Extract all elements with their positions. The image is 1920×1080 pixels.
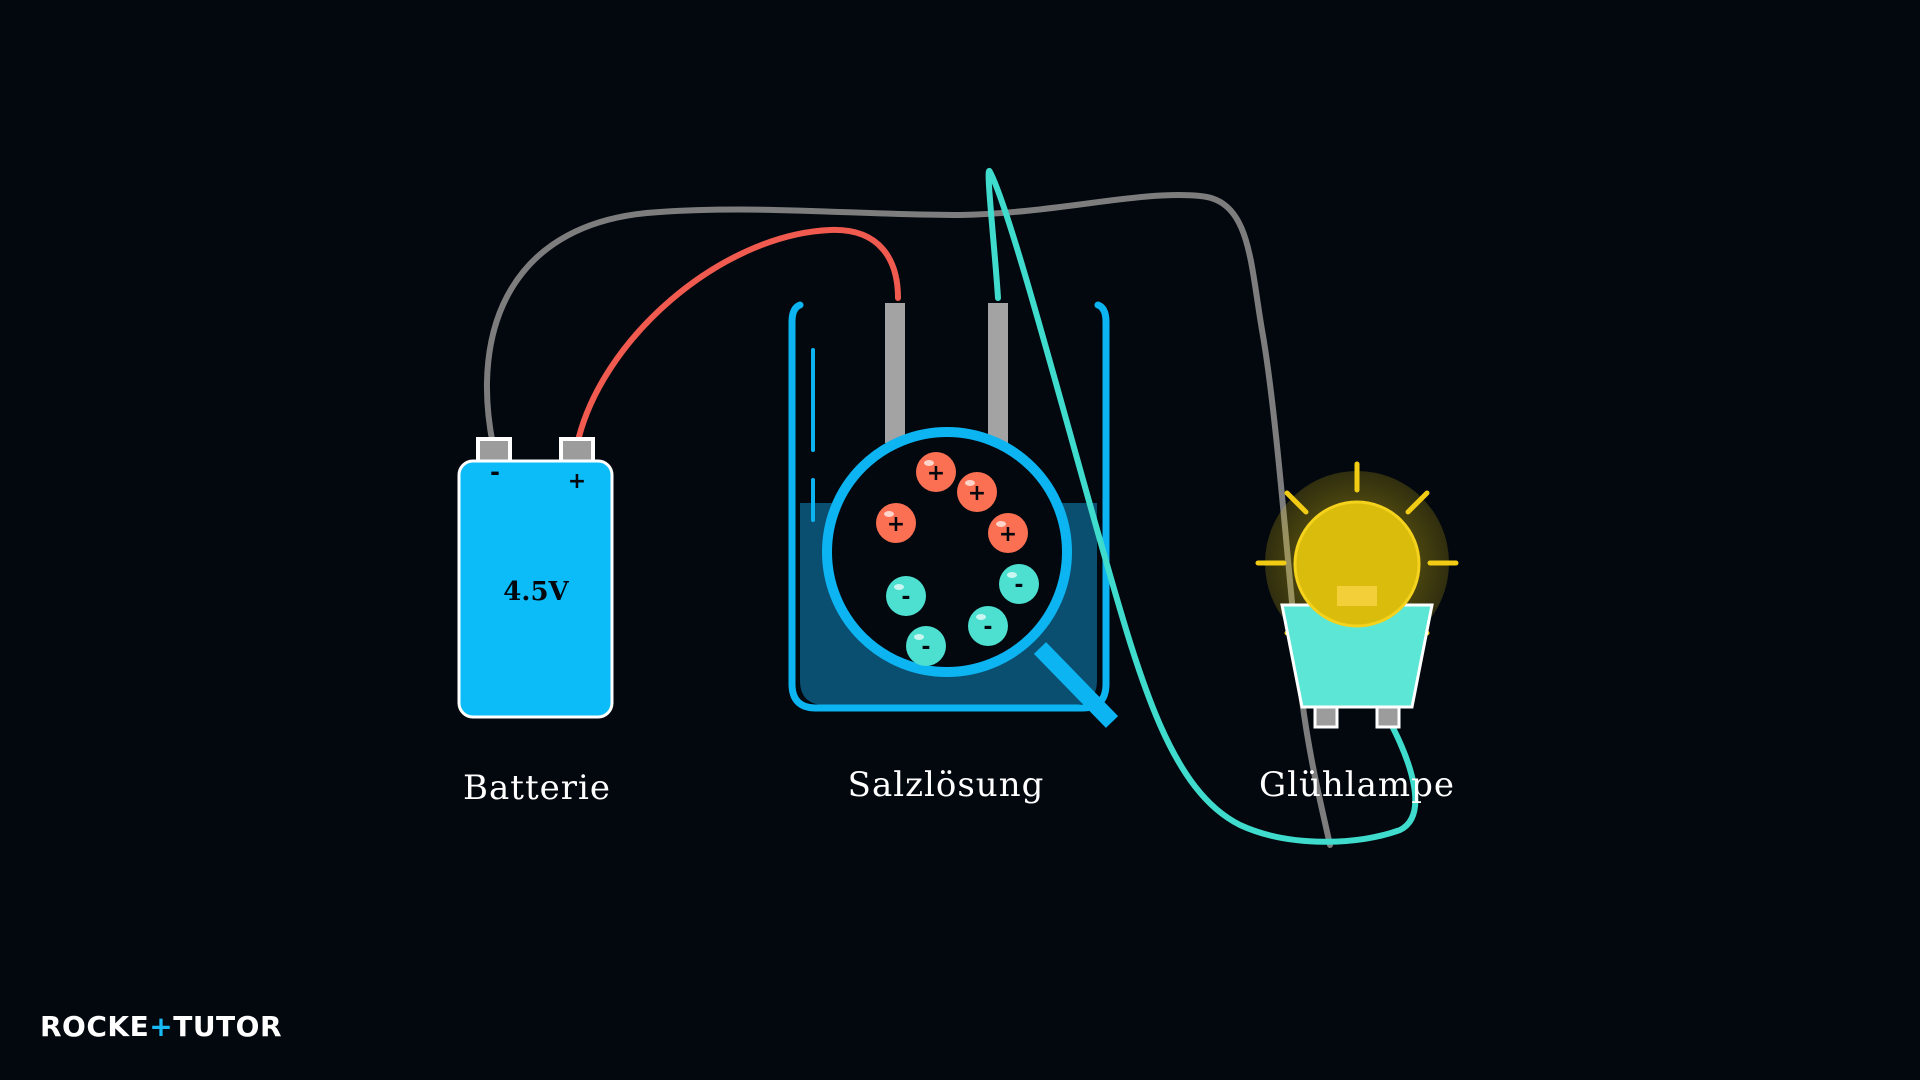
electrode-left	[885, 303, 905, 443]
bulb-contact-left	[1313, 705, 1339, 729]
cation-ion-sign: +	[927, 461, 945, 486]
battery-minus-sign: -	[490, 458, 500, 486]
anion-ion-sign: -	[1014, 573, 1023, 598]
electrode-right	[988, 303, 1008, 443]
bulb-filament-base	[1337, 586, 1377, 606]
cation-ion: +	[916, 452, 956, 492]
brand-logo: ROCKE+TUTOR	[40, 1010, 283, 1043]
anion-ion-sign: -	[901, 585, 910, 610]
wire-teal	[985, 167, 1419, 845]
bulb-contact-right	[1375, 705, 1401, 729]
cation-ion-sign: +	[968, 481, 986, 506]
anion-ion: -	[999, 564, 1039, 604]
bulb-label: Glühlampe	[1258, 765, 1456, 805]
anion-ion-sign: -	[921, 635, 930, 660]
cation-ion: +	[988, 513, 1028, 553]
battery-plus-sign: +	[568, 469, 586, 494]
battery-voltage: 4.5V	[503, 577, 569, 607]
anion-ion: -	[906, 626, 946, 666]
bulb-glass	[1293, 500, 1421, 628]
light-bulb	[1255, 461, 1459, 729]
battery: - + 4.5V	[457, 437, 614, 719]
battery-terminal-plus	[559, 437, 595, 465]
cation-ion-sign: +	[887, 512, 905, 537]
anion-ion: -	[886, 576, 926, 616]
wire-red	[574, 226, 901, 448]
cation-ion: +	[876, 503, 916, 543]
magnifier-handle	[1033, 642, 1119, 728]
anion-ion: -	[968, 606, 1008, 646]
anion-ion-sign: -	[983, 615, 992, 640]
solution-label: Salzlösung	[847, 765, 1045, 805]
battery-body	[457, 459, 614, 719]
cation-ion: +	[957, 472, 997, 512]
cation-ion-sign: +	[999, 522, 1017, 547]
magnifier-lens	[822, 427, 1072, 677]
magnifier: ++++----	[822, 427, 1119, 728]
battery-label: Batterie	[463, 768, 611, 808]
